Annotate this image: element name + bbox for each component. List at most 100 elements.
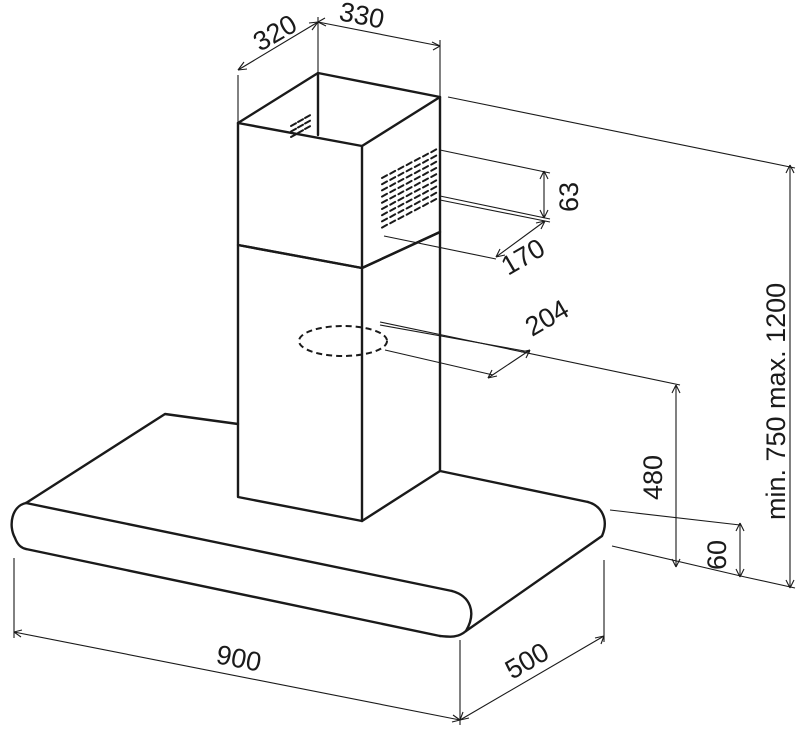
dim-330-line: [317, 21, 441, 47]
vent-slot: [422, 202, 429, 208]
label-total-height: min. 750 max. 1200: [761, 283, 791, 520]
canopy: [10, 412, 606, 638]
vent-slot: [397, 165, 405, 171]
vent-slot: [405, 161, 413, 167]
vent-slot: [389, 182, 397, 188]
canopy-top-front-edge: [24, 501, 454, 593]
vent-slot: [405, 167, 413, 173]
vent-slot: [381, 199, 388, 204]
upper-chimney-side: [360, 95, 442, 270]
vent-slot: [405, 204, 413, 210]
vent-slot: [422, 189, 429, 195]
vent-slot: [381, 205, 388, 210]
vent-slot: [413, 163, 421, 168]
dim-170-line: [495, 220, 546, 258]
vent-slot: [430, 191, 438, 197]
vent-slot: [430, 179, 438, 185]
label-outlet-height: 480: [638, 455, 668, 500]
vent-slot: [381, 192, 388, 198]
vent-slot: [389, 169, 397, 175]
vent-slot: [290, 127, 297, 133]
vent-slot: [413, 181, 421, 187]
vent-slot: [413, 188, 421, 193]
vent-slot: [422, 158, 429, 164]
vent-slot: [422, 171, 429, 177]
vent-slot: [413, 169, 421, 175]
vent-slot: [389, 219, 397, 225]
canopy-front-right-corner: [438, 589, 473, 638]
vent-slot: [413, 206, 421, 212]
label-hood-width: 900: [214, 639, 264, 677]
vent-slot: [389, 194, 397, 200]
label-chimney-width: 330: [337, 0, 387, 34]
label-outlet-diameter: 204: [520, 294, 574, 343]
vent-slot: [422, 196, 429, 201]
upper-chimney-front: [236, 121, 364, 270]
vent-slot: [405, 186, 413, 191]
canopy-left-end: [10, 501, 28, 551]
vent-slot: [304, 114, 311, 119]
dim-204-line: [487, 349, 531, 379]
vent-slot: [304, 119, 311, 125]
vent-slot: [422, 183, 429, 189]
vent-slot: [405, 198, 413, 204]
vent-slot: [397, 190, 405, 196]
vent-slot: [422, 165, 429, 170]
vent-slot: [413, 194, 421, 199]
vent-slot: [413, 175, 421, 181]
vent-slot: [297, 118, 304, 123]
vent-slot: [389, 176, 397, 181]
vent-slot: [389, 200, 397, 206]
outlet-hole: [298, 325, 388, 357]
vent-slot: [430, 198, 438, 203]
canopy-right-end: [464, 500, 606, 633]
dimension-labels: 320 330 63 170 204 480 60 min. 750 max. …: [214, 0, 791, 685]
vent-slot: [381, 217, 388, 223]
label-vent-height: 63: [554, 182, 584, 212]
canopy-top-back-edge: [24, 412, 240, 505]
canopy-bottom-front-edge: [24, 547, 442, 638]
lower-chimney: [236, 230, 442, 523]
vent-slot: [413, 200, 421, 206]
canopy-top-right-back-edge: [438, 469, 590, 504]
vent-slot: [397, 202, 405, 208]
vent-slot: [430, 148, 438, 154]
label-canopy-thickness: 60: [702, 540, 732, 570]
vent-slot: [397, 215, 405, 220]
vent-slot: [381, 174, 388, 179]
vent-slot: [430, 154, 438, 160]
vent-slot: [422, 177, 429, 183]
vent-slot: [381, 211, 388, 217]
vent-slot: [422, 152, 429, 158]
vent-slot: [290, 122, 297, 127]
vent-slot: [397, 209, 405, 214]
vent-slot: [381, 223, 388, 229]
vent-slot: [304, 125, 311, 130]
vent-slot: [389, 207, 397, 212]
vent-slot: [397, 196, 405, 202]
upper-chimney-top-edge: [316, 71, 442, 99]
vent-slot: [297, 129, 304, 134]
vent-slot: [405, 192, 413, 198]
dimension-lines: [13, 17, 796, 725]
label-hood-depth: 500: [500, 637, 554, 686]
vent-slot: [397, 171, 405, 177]
dim-500-line: [459, 635, 605, 721]
vent-slot: [405, 179, 413, 185]
vent-slot: [290, 133, 297, 138]
label-vent-width: 170: [496, 233, 550, 282]
dimension-arrowheads: [13, 17, 795, 723]
vent-slot: [297, 123, 304, 129]
vent-slot: [381, 186, 388, 192]
vent-slot: [389, 213, 397, 219]
vent-slot: [405, 173, 413, 179]
vent-slot: [397, 184, 405, 189]
vent-slot: [389, 188, 397, 194]
vent-slot: [430, 173, 438, 178]
lower-chimney-side: [360, 230, 442, 523]
vent-slot: [430, 185, 438, 191]
dim-320-line: [237, 21, 319, 71]
vent-slot: [381, 180, 388, 186]
vent-slot: [430, 167, 438, 172]
lower-chimney-front: [236, 243, 364, 523]
